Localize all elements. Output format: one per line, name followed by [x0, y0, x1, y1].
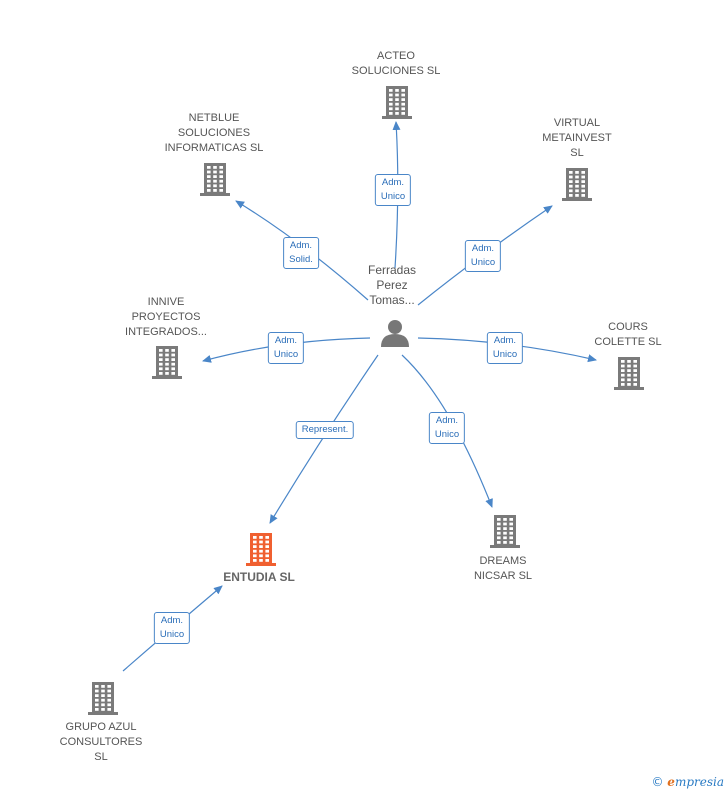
- person-icon[interactable]: [381, 320, 409, 347]
- edge-label-innive[interactable]: Adm.Unico: [267, 332, 305, 364]
- brand-name: mpresia: [674, 775, 724, 789]
- company-label-entudia[interactable]: ENTUDIA SL: [223, 570, 295, 584]
- brand-logo-initial: e: [667, 775, 675, 789]
- footer-brand: © empresia: [651, 775, 724, 789]
- building-icon-netblue[interactable]: [200, 163, 230, 196]
- edge-label-virtual[interactable]: Adm.Unico: [464, 240, 502, 272]
- building-icon-acteo[interactable]: [382, 86, 412, 119]
- copyright-symbol: ©: [651, 775, 664, 789]
- building-icon-virtual[interactable]: [562, 168, 592, 201]
- edge-label-dreams[interactable]: Adm.Unico: [428, 412, 466, 444]
- edge-label-acteo[interactable]: Adm.Unico: [374, 174, 412, 206]
- building-icon-grupo[interactable]: [88, 682, 118, 715]
- building-icon-dreams[interactable]: [490, 515, 520, 548]
- edge-label-netblue[interactable]: Adm.Solid.: [283, 237, 319, 269]
- building-icon-cours[interactable]: [614, 357, 644, 390]
- building-icon-innive[interactable]: [152, 346, 182, 379]
- edge-label-grupo[interactable]: Adm.Unico: [153, 612, 191, 644]
- edge-center-entudia: [269, 354, 379, 524]
- edge-label-entudia[interactable]: Represent.: [295, 421, 355, 439]
- building-icon-entudia[interactable]: [246, 533, 276, 566]
- edge-label-cours[interactable]: Adm.Unico: [486, 332, 524, 364]
